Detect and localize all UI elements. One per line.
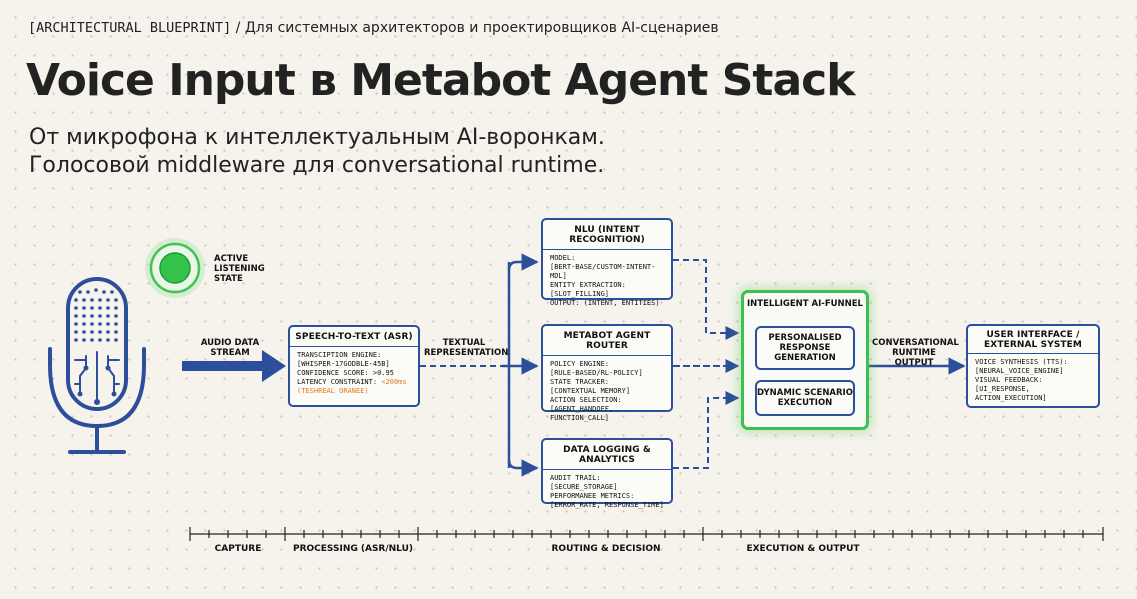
asr-details: TRANSCIPTION ENGINE: [WHISPER-17GODBLE-4… bbox=[290, 347, 418, 400]
asr-line: TRANSCIPTION ENGINE: bbox=[297, 351, 382, 359]
dynamic-line-1: DYNAMIC SCENARIO bbox=[757, 388, 853, 398]
kicker-text: / Для системных архитекторов и проектиро… bbox=[235, 20, 719, 36]
ui-title: USER INTERFACE / EXTERNAL SYSTEM bbox=[968, 326, 1098, 354]
ui-line: VISUAL FEEDBACK: bbox=[975, 376, 1043, 384]
nlu-line: [SLOT_FILLING] bbox=[550, 290, 610, 298]
asr-latency-value: <200ms bbox=[381, 378, 407, 386]
page-subtitle: От микрофона к интеллектуальным AI-ворон… bbox=[29, 124, 605, 180]
active-label-line-2: LISTENING bbox=[214, 264, 265, 274]
ui-box: USER INTERFACE / EXTERNAL SYSTEM VOICE S… bbox=[966, 324, 1100, 408]
asr-box: SPEECH-TO-TEXT (ASR) TRANSCIPTION ENGINE… bbox=[288, 325, 420, 407]
ai-funnel-title: INTELLIGENT AI-FUNNEL bbox=[747, 299, 863, 309]
asr-line: [WHISPER-17GODBLE-45B] bbox=[297, 360, 390, 368]
personalised-line-1: PERSONALISED bbox=[768, 333, 842, 343]
router-line: [RULE-BASED/RL-POLICY] bbox=[550, 369, 643, 377]
nlu-details: MODEL: [BERT-BASE/CUSTOM-INTENT-MDL] ENT… bbox=[543, 250, 671, 312]
active-label-line-3: STATE bbox=[214, 274, 243, 284]
router-line: STATE TRACKER: bbox=[550, 378, 610, 386]
nlu-line: [BERT-BASE/CUSTOM-INTENT-MDL] bbox=[550, 263, 656, 280]
timeline-routing: ROUTING & DECISION bbox=[551, 544, 661, 554]
logging-line: [ERROR_RATE, RESPONSE_TIME] bbox=[550, 501, 664, 509]
page-title: Voice Input в Metabot Agent Stack bbox=[26, 55, 855, 106]
conversational-output-label: CONVERSATIONAL RUNTIME OUTPUT bbox=[872, 338, 959, 368]
audio-stream-arrow bbox=[182, 350, 286, 382]
router-details: POLICY ENGINE: [RULE-BASED/RL-POLICY] ST… bbox=[543, 356, 671, 427]
active-indicator-icon bbox=[145, 238, 205, 298]
subtitle-line-2: Голосовой middleware для conversational … bbox=[29, 153, 605, 178]
router-line: ACTION SELECTION: bbox=[550, 396, 622, 404]
nlu-line: OUTPUT: (INTENT, ENTITIES) bbox=[550, 299, 660, 307]
kicker-tag: [ARCHITECTURAL BLUEPRINT] bbox=[28, 20, 232, 36]
timeline-execution: EXECUTION & OUTPUT bbox=[746, 544, 860, 554]
logging-title: DATA LOGGING & ANALYTICS bbox=[543, 440, 671, 470]
textual-label-line-1: TEXTUAL bbox=[442, 338, 486, 348]
textual-representation-label: TEXTUAL REPRESENTATION bbox=[424, 338, 509, 358]
ui-line: VOICE SYNTHESIS (TTS): bbox=[975, 358, 1068, 366]
ui-title-line-2: EXTERNAL SYSTEM bbox=[984, 340, 1082, 350]
router-line: [AGENT_HANDOFF, FUNCTION_CALL] bbox=[550, 405, 614, 422]
logging-line: PERFORMANEE METRICS: bbox=[550, 492, 635, 500]
nlu-box: NLU (INTENT RECOGNITION) MODEL: [BERT-BA… bbox=[541, 218, 673, 307]
ui-line: [UI_RESPONSE, ACTION_EXECUTION] bbox=[975, 385, 1047, 402]
logging-line: AUDIT TRAIL:[SECURE_STORAGE] bbox=[550, 474, 618, 491]
ui-line: [NEURAL_VOICE_ENGINE] bbox=[975, 367, 1064, 375]
active-label-line-1: ACTIVE bbox=[214, 254, 249, 264]
nlu-title: NLU (INTENT RECOGNITION) bbox=[543, 220, 671, 250]
personalised-line-3: GENERATION bbox=[774, 353, 836, 363]
conv-label-line-2: RUNTIME OUTPUT bbox=[892, 348, 936, 368]
active-state-label: ACTIVE LISTENING STATE bbox=[214, 254, 265, 284]
logging-details: AUDIT TRAIL:[SECURE_STORAGE] PERFORMANEE… bbox=[543, 470, 671, 514]
nlu-line: ENTITY EXTRACTION: bbox=[550, 281, 626, 289]
subtitle-line-1: От микрофона к интеллектуальным AI-ворон… bbox=[29, 125, 605, 150]
audio-stream-label: AUDIO DATA STREAM bbox=[194, 338, 266, 358]
kicker: [ARCHITECTURAL BLUEPRINT] / Для системны… bbox=[28, 20, 719, 36]
personalised-line-2: RESPONSE bbox=[779, 343, 831, 353]
asr-latency-label: LATENCY CONSTRAINT: bbox=[297, 378, 382, 386]
timeline-processing: PROCESSING (ASR/NLU) bbox=[292, 544, 414, 554]
logging-box: DATA LOGGING & ANALYTICS AUDIT TRAIL:[SE… bbox=[541, 438, 673, 509]
ai-funnel-box: INTELLIGENT AI-FUNNEL PERSONALISED RESPO… bbox=[741, 290, 869, 430]
personalised-response-box: PERSONALISED RESPONSE GENERATION bbox=[755, 326, 855, 370]
ui-title-line-1: USER INTERFACE / bbox=[986, 330, 1080, 340]
timeline-capture: CAPTURE bbox=[214, 544, 262, 554]
textual-label-line-2: REPRESENTATION bbox=[424, 348, 509, 358]
router-box: METABOT AGENT ROUTER POLICY ENGINE: [RUL… bbox=[541, 324, 673, 422]
dynamic-scenario-box: DYNAMIC SCENARIO EXECUTION bbox=[755, 380, 855, 416]
dynamic-line-2: EXECUTION bbox=[777, 398, 833, 408]
router-title: METABOT AGENT ROUTER bbox=[543, 326, 671, 356]
nlu-line: MODEL: bbox=[550, 254, 576, 262]
microphone-grille bbox=[74, 288, 118, 342]
router-line: [CONTEXTUAL MEMORY] bbox=[550, 387, 631, 395]
ui-details: VOICE SYNTHESIS (TTS): [NEURAL_VOICE_ENG… bbox=[968, 354, 1098, 407]
asr-line-warning: (TESHREAL ORANEE) bbox=[297, 387, 369, 395]
asr-title: SPEECH-TO-TEXT (ASR) bbox=[290, 327, 418, 347]
microphone-icon bbox=[48, 277, 146, 454]
asr-latency-line: LATENCY CONSTRAINT: <200ms bbox=[297, 378, 411, 387]
audio-label-line-2: STREAM bbox=[210, 348, 250, 358]
audio-label-line-1: AUDIO DATA bbox=[200, 338, 260, 348]
conv-label-line-1: CONVERSATIONAL bbox=[872, 338, 959, 348]
timeline-axis bbox=[189, 527, 1104, 541]
asr-line: CONFIDENCE SCORE: >0.95 bbox=[297, 369, 394, 377]
router-line: POLICY ENGINE: bbox=[550, 360, 610, 368]
